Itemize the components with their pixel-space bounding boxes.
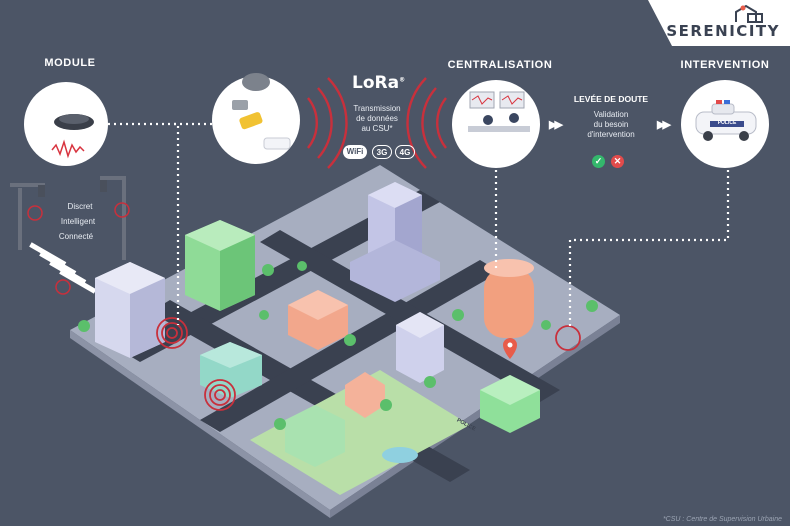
centralisation-circle (452, 80, 540, 168)
module-title: MODULE (44, 57, 96, 69)
doubt-line-1: Validation (593, 110, 629, 119)
road-side (260, 230, 560, 402)
brand-logo-box (648, 0, 790, 46)
traffic-light-right (100, 176, 130, 260)
transmission-line-2: de données (356, 114, 398, 123)
house-logo-icon (735, 4, 763, 23)
doubt-line-2: du besoin (593, 120, 629, 129)
feature-connecte: Connecté (58, 232, 94, 241)
transmission-line-3: au CSU* (361, 124, 393, 133)
cross-icon: ✕ (611, 155, 624, 168)
building-salmon-house (345, 372, 385, 418)
police-car-label: POLICE (717, 120, 737, 126)
sensor-signal-left (156, 317, 188, 349)
crosswalk (29, 242, 97, 294)
transmission-line-1: Transmission (353, 104, 401, 113)
module-circle (24, 82, 108, 166)
building-round-tower (484, 259, 534, 338)
intervention-circle (681, 80, 769, 168)
traffic-light-left (10, 183, 45, 250)
city-ground-edge (70, 330, 330, 518)
check-icon: ✓ (592, 155, 605, 168)
radio-wave-left-icon (307, 77, 348, 169)
building-lavender-right (396, 312, 444, 383)
building-teal-shop (200, 342, 262, 398)
centralisation-title: CENTRALISATION (447, 59, 553, 71)
feature-intelligent: Intelligent (60, 217, 96, 226)
chevron-right-icon: ▶▶ (549, 119, 563, 131)
network-wifi-badge: WiFi (343, 145, 367, 159)
building-police-station (480, 375, 540, 433)
lora-logo: LoRa® (352, 73, 406, 93)
park-area (250, 370, 470, 495)
sensor-signal-center (204, 379, 236, 411)
building-salmon-center (288, 290, 348, 350)
footnote: *CSU : Centre de Supervision Urbaine (662, 516, 782, 523)
intervention-title: INTERVENTION (680, 59, 770, 71)
connector-lines (108, 122, 730, 328)
sensor-signal-right (555, 325, 581, 351)
feature-discret: Discret (67, 202, 93, 211)
building-green-tower (185, 220, 255, 311)
network-4g-badge: 4G (395, 145, 415, 159)
building-skyscraper (350, 182, 440, 302)
chevron-right-icon-2: ▶▶ (657, 119, 671, 131)
network-3g-badge: 3G (372, 145, 392, 159)
doubt-line-3: d'intervention (587, 130, 635, 139)
trees (78, 261, 598, 430)
incident-circle (212, 73, 300, 164)
city-ground-edge-right (330, 315, 620, 518)
building-lavender-left (95, 262, 165, 358)
doubt-title: LEVÉE DE DOUTE (573, 94, 649, 104)
crosswalk-sensor (55, 279, 71, 295)
location-pin-icon (503, 338, 517, 359)
fountain (382, 447, 418, 463)
radio-wave-right-icon (406, 77, 447, 169)
building-green-hall (285, 405, 345, 467)
brand-name: SERENICITY (666, 22, 780, 40)
